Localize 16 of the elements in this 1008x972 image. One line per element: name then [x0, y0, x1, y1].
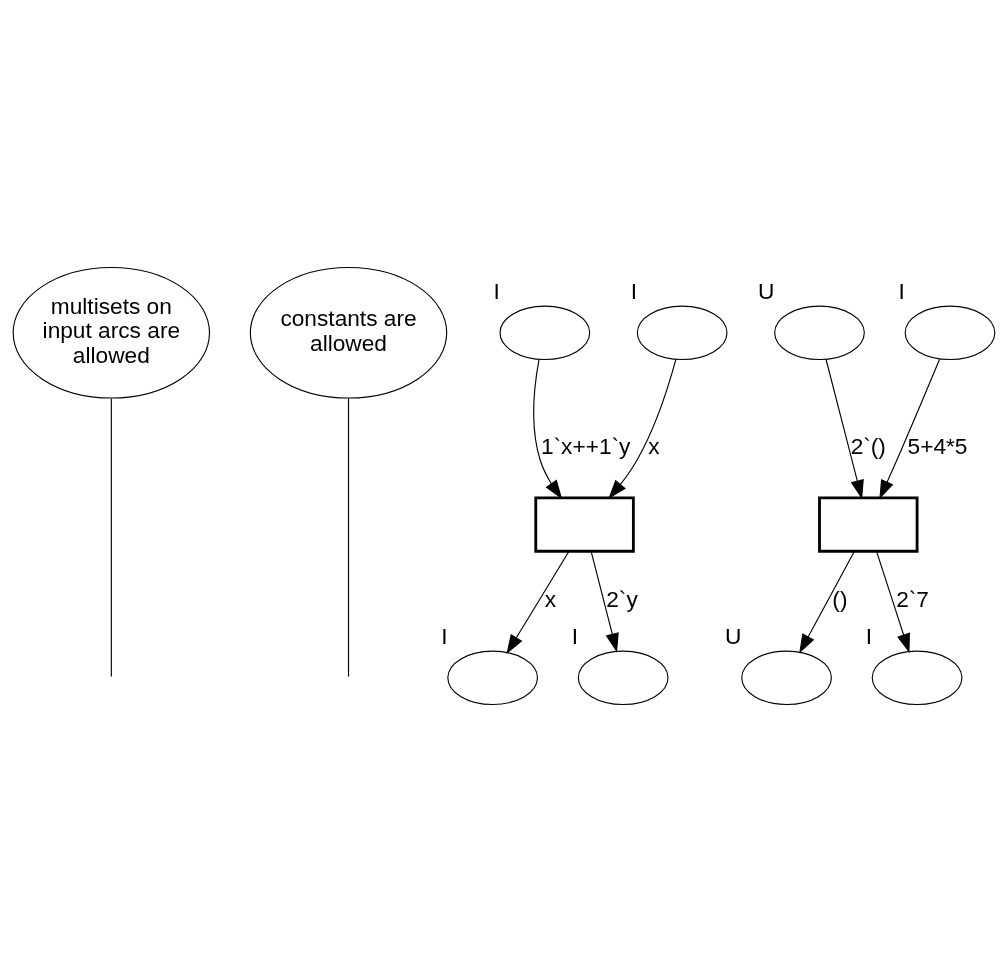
node-label: I: [898, 278, 905, 305]
edge-label: 2`y: [606, 585, 638, 612]
node-label: I: [571, 623, 579, 650]
edge-label: (): [832, 585, 848, 612]
node-label: I: [441, 623, 448, 650]
edge-label: 5+4*5: [907, 432, 968, 459]
node-label: U: [757, 278, 775, 305]
node-label: I: [493, 278, 500, 305]
edge-label: x: [544, 585, 557, 612]
edge-label: 1`x++1`y: [540, 432, 631, 459]
edge-label: x: [648, 432, 660, 459]
node-label: I: [630, 278, 638, 305]
node-label: U: [725, 623, 742, 650]
edge-label: 2`7: [896, 585, 929, 612]
edge-label: 2`(): [850, 432, 886, 459]
node-label: I: [865, 623, 873, 650]
